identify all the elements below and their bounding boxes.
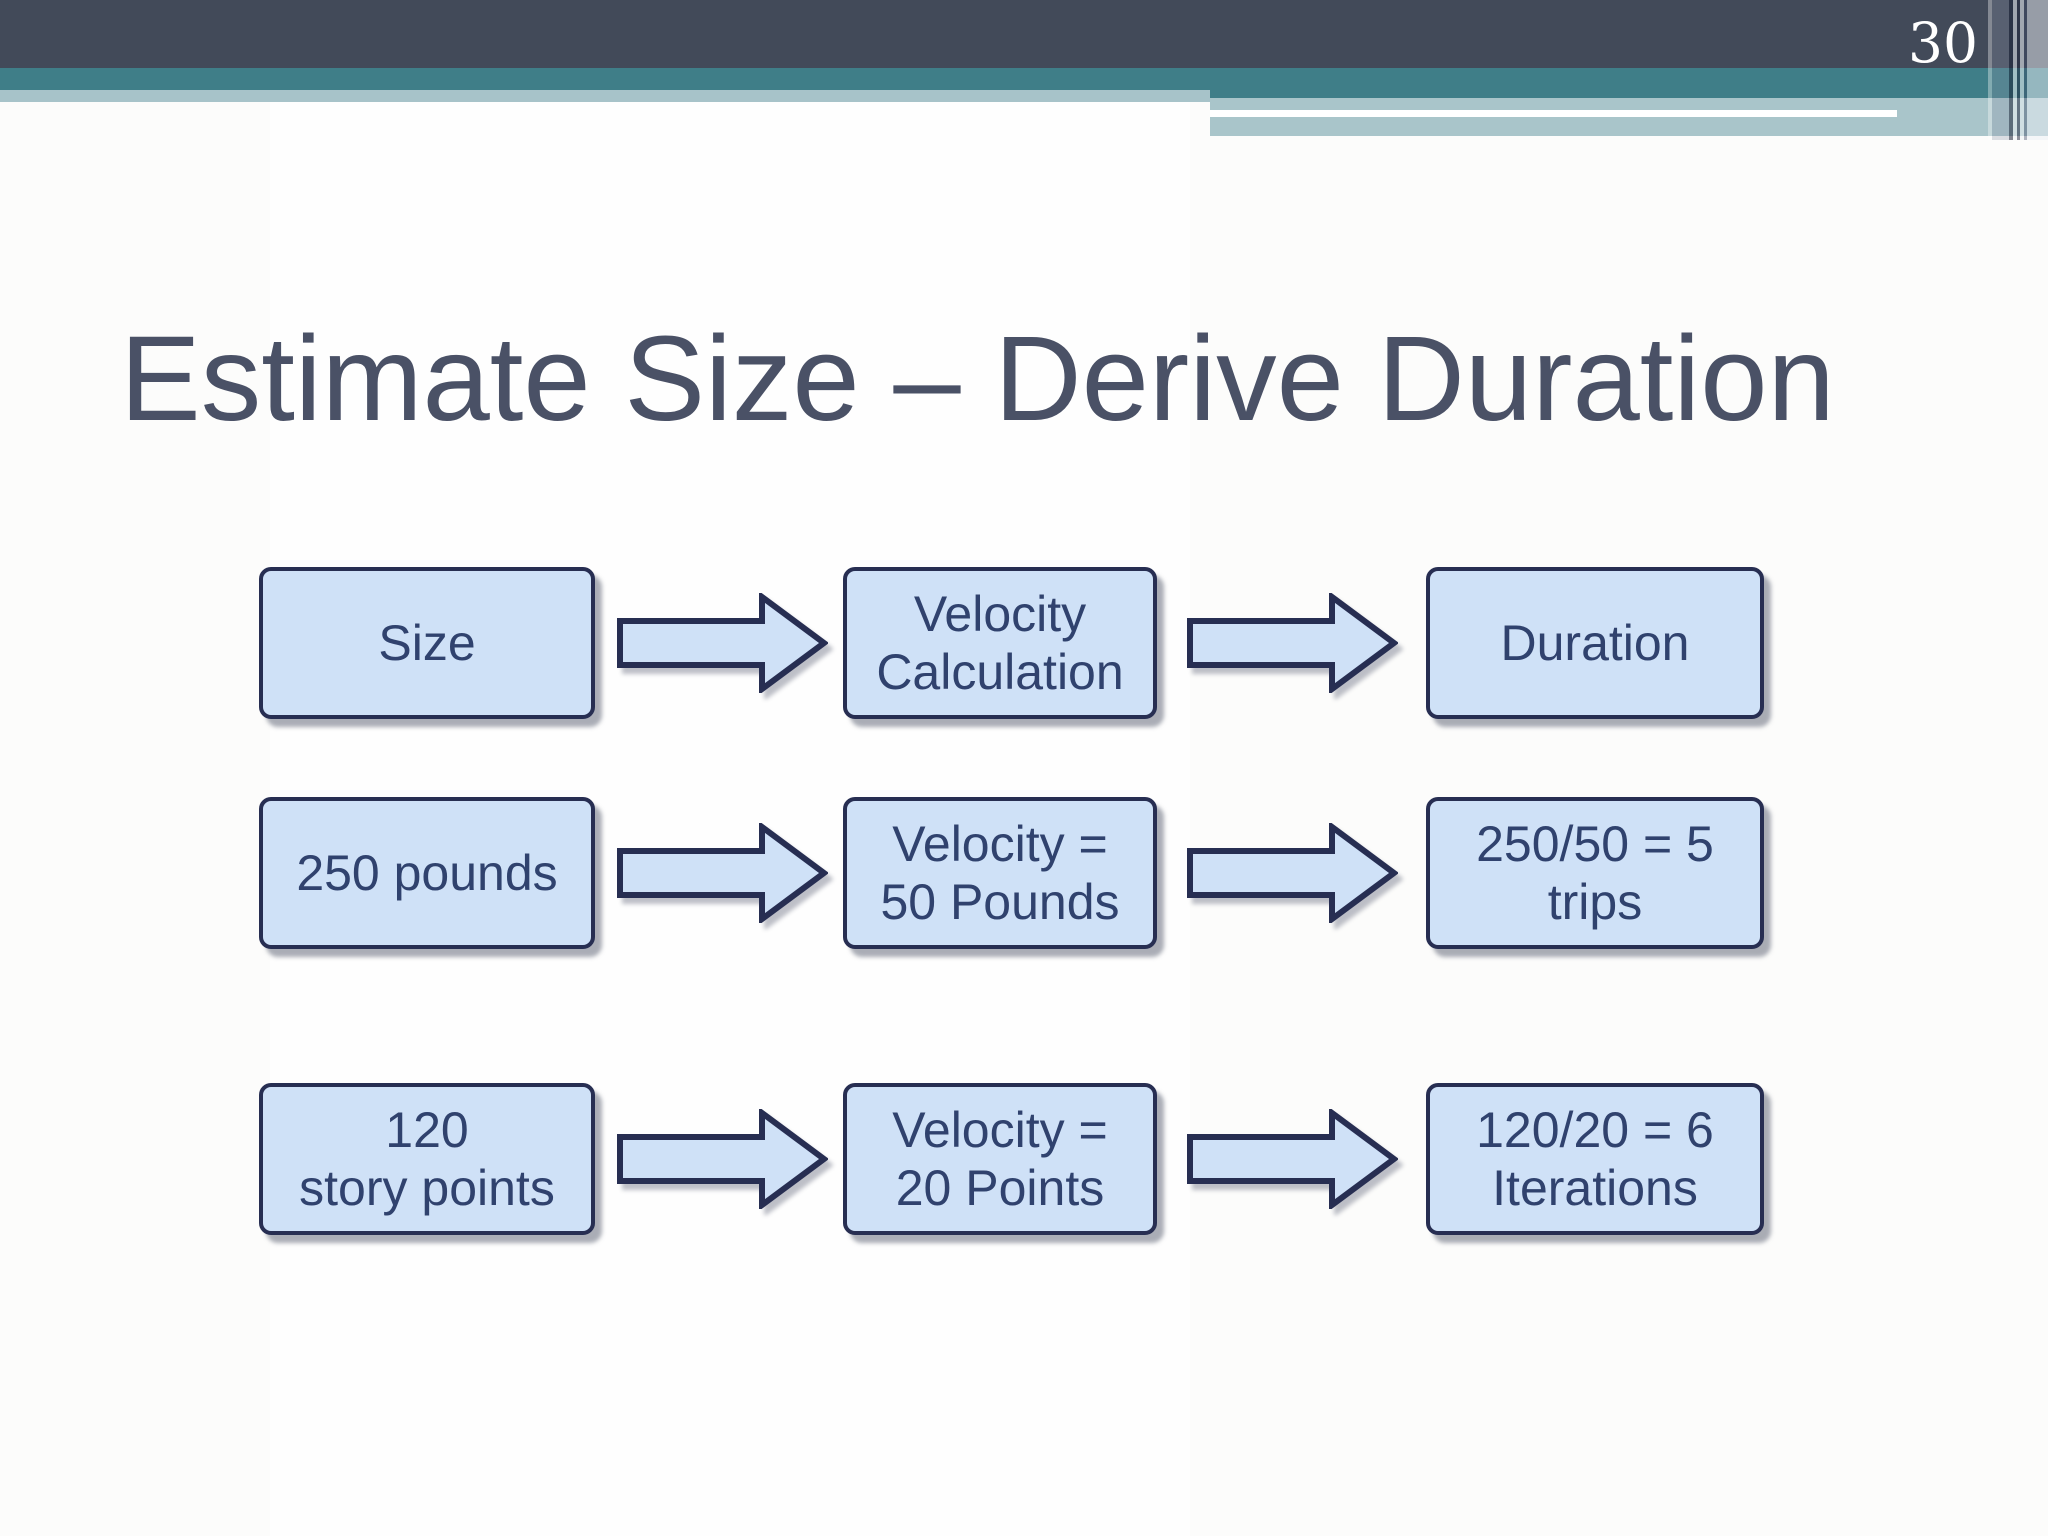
header-accent-block bbox=[1210, 98, 2048, 136]
box-text-line: Velocity = bbox=[892, 1102, 1108, 1158]
vertical-stripes-decoration bbox=[1988, 0, 2048, 140]
box-text-line: Calculation bbox=[876, 644, 1124, 700]
box-text-line: Duration bbox=[1500, 615, 1690, 671]
page-number: 30 bbox=[1908, 11, 1978, 75]
box-velocity-20-points: Velocity = 20 Points bbox=[843, 1083, 1157, 1235]
box-text-line: Velocity bbox=[913, 586, 1087, 642]
box-velocity-calculation: Velocity Calculation bbox=[843, 567, 1157, 719]
header-bar-dark bbox=[0, 0, 2048, 68]
box-text-line: 120/20 = 6 bbox=[1476, 1102, 1714, 1158]
box-text-line: story points bbox=[299, 1160, 555, 1216]
slide-title: Estimate Size – Derive Duration bbox=[120, 310, 1835, 446]
box-text-line: 120 bbox=[385, 1102, 469, 1158]
box-text-line: 20 Points bbox=[895, 1160, 1105, 1216]
header-band-teal-extension bbox=[1210, 90, 2048, 98]
box-velocity-50-pounds: Velocity = 50 Pounds bbox=[843, 797, 1157, 949]
right-arrow-icon bbox=[1187, 1109, 1398, 1209]
box-text-line: Size bbox=[378, 615, 476, 671]
box-duration: Duration bbox=[1426, 567, 1764, 719]
header-white-stripe bbox=[1210, 110, 1897, 117]
box-text-line: Velocity = bbox=[892, 816, 1108, 872]
box-250-over-50-trips: 250/50 = 5 trips bbox=[1426, 797, 1764, 949]
right-arrow-icon bbox=[1187, 823, 1398, 923]
box-text-line: Iterations bbox=[1492, 1160, 1698, 1216]
right-arrow-icon bbox=[617, 593, 828, 693]
right-arrow-icon bbox=[617, 823, 828, 923]
right-arrow-icon bbox=[1187, 593, 1398, 693]
box-text-line: trips bbox=[1547, 874, 1643, 930]
box-text-line: 250/50 = 5 bbox=[1476, 816, 1714, 872]
box-size: Size bbox=[259, 567, 595, 719]
box-text-line: 250 pounds bbox=[296, 845, 558, 901]
right-arrow-icon bbox=[617, 1109, 828, 1209]
box-250-pounds: 250 pounds bbox=[259, 797, 595, 949]
box-120-story-points: 120 story points bbox=[259, 1083, 595, 1235]
box-120-over-20-iterations: 120/20 = 6 Iterations bbox=[1426, 1083, 1764, 1235]
box-text-line: 50 Pounds bbox=[880, 874, 1120, 930]
header-band-teal bbox=[0, 68, 2048, 90]
header-band-light-left bbox=[0, 90, 1210, 102]
